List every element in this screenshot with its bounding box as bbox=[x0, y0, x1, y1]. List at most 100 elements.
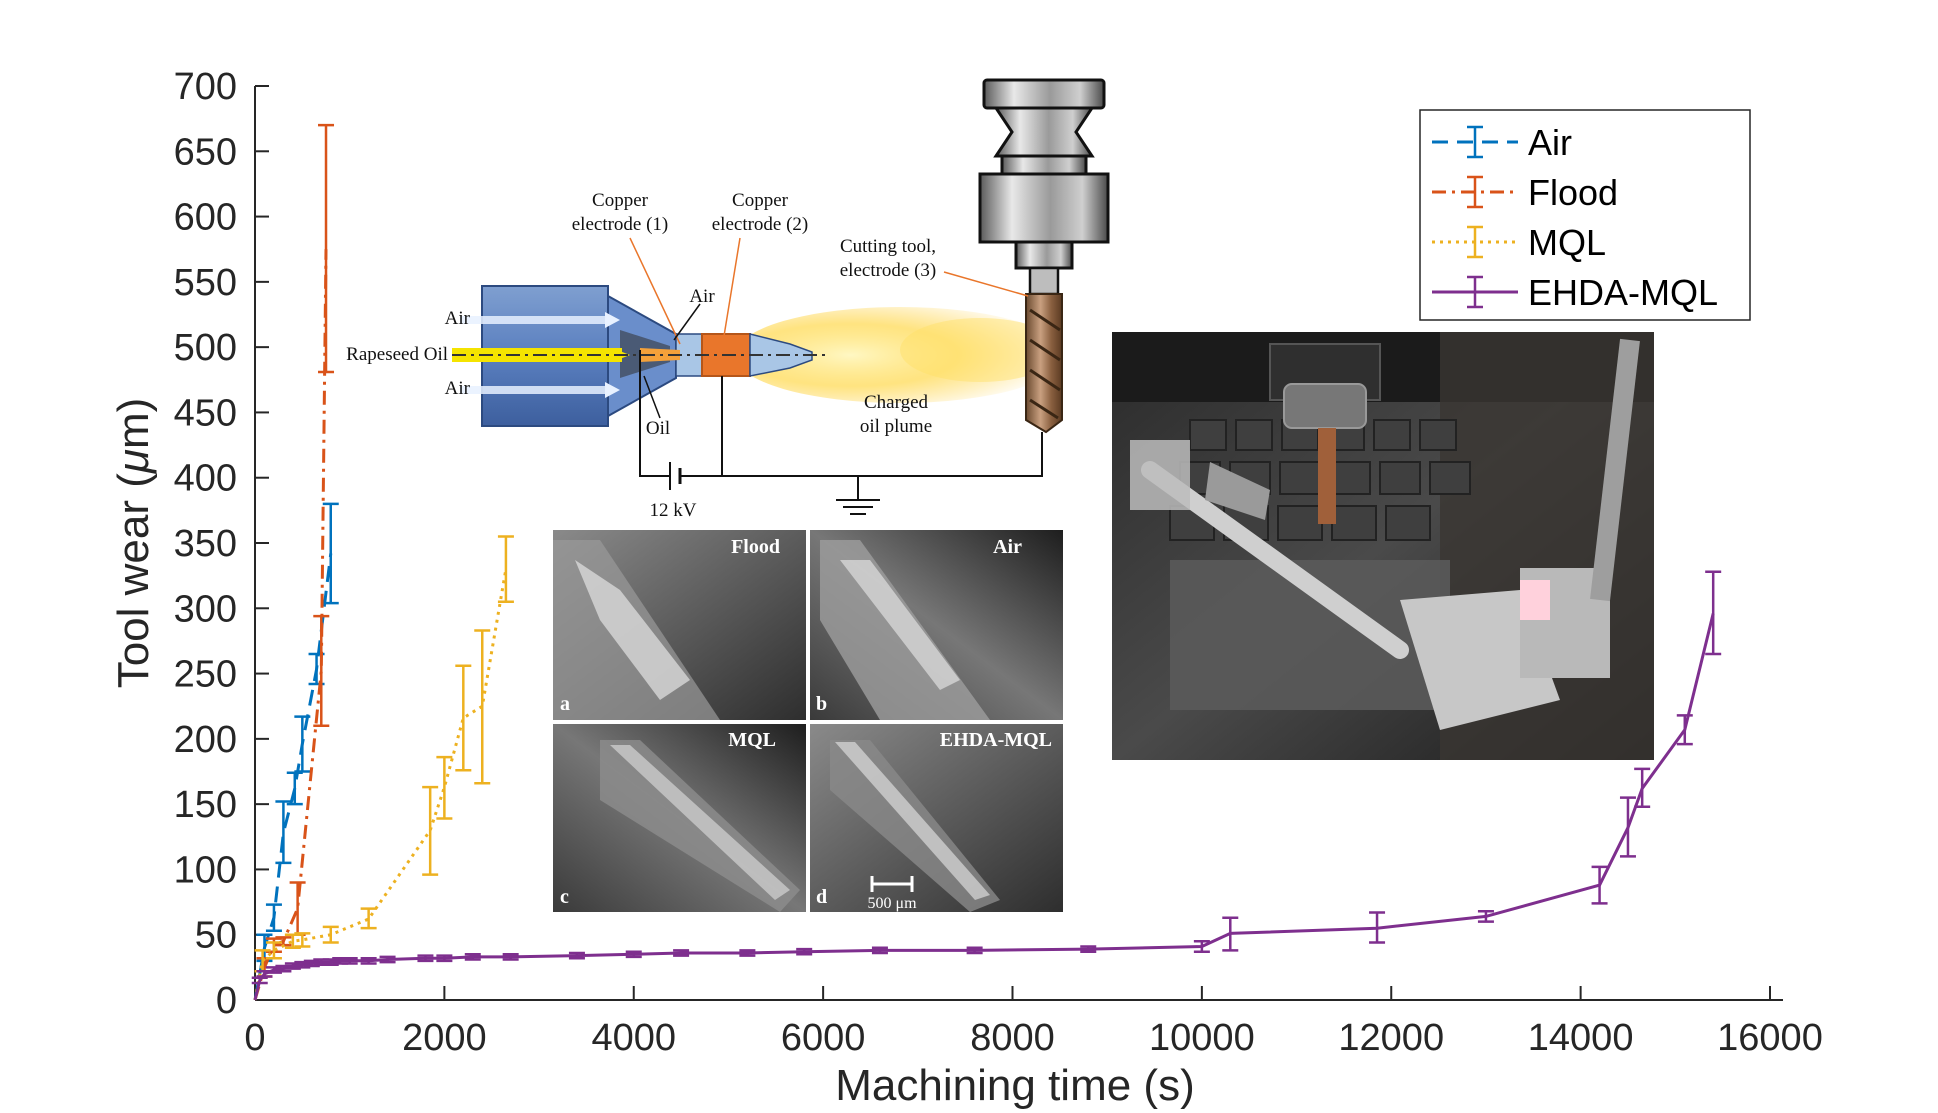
error-bar bbox=[1477, 909, 1494, 923]
error-bar bbox=[1193, 939, 1210, 953]
error-bar bbox=[322, 925, 339, 944]
scale-bar bbox=[870, 876, 914, 892]
error-bar bbox=[289, 881, 306, 936]
legend-item-ehda-mql: EHDA-MQL bbox=[1432, 272, 1718, 313]
error-bar bbox=[1676, 714, 1693, 746]
error-bar bbox=[265, 966, 282, 974]
micrograph-c-title: MQL bbox=[728, 729, 776, 751]
series-line bbox=[253, 553, 333, 1001]
error-bar bbox=[341, 956, 358, 965]
micrograph-b bbox=[810, 530, 1063, 720]
error-bar bbox=[318, 123, 335, 374]
y-tick-label: 400 bbox=[174, 458, 237, 500]
oil-plume-illustration bbox=[735, 307, 1065, 403]
machine-setup-photo bbox=[1112, 332, 1654, 760]
label-rapeseed-oil: Rapeseed Oil bbox=[346, 344, 448, 365]
error-bar bbox=[436, 954, 453, 963]
x-tick-label: 4000 bbox=[591, 1017, 676, 1059]
error-bar bbox=[625, 950, 642, 959]
x-tick-label: 6000 bbox=[781, 1017, 866, 1059]
label-cutting-tool-line2: electrode (3) bbox=[840, 260, 937, 281]
micrograph-a bbox=[553, 530, 806, 720]
ehda-mql-schematic: Air Rapeseed Oil Air Oil Air Copper elec… bbox=[346, 78, 1110, 521]
y-tick-label: 250 bbox=[174, 654, 237, 696]
error-bar bbox=[1591, 865, 1608, 905]
label-cutting-tool-line1: Cutting tool, bbox=[840, 236, 936, 257]
error-bar bbox=[322, 502, 339, 605]
label-copper-electrode-1-line1: Copper bbox=[592, 190, 649, 211]
error-bar bbox=[871, 946, 888, 955]
error-bar bbox=[360, 956, 377, 965]
x-tick-label: 12000 bbox=[1338, 1017, 1444, 1059]
error-bar bbox=[1222, 916, 1239, 952]
series-group bbox=[251, 123, 1722, 1001]
error-bar bbox=[286, 771, 303, 806]
error-bar bbox=[739, 949, 756, 957]
legend-item-air: Air bbox=[1432, 122, 1572, 163]
error-bar bbox=[497, 535, 514, 604]
error-bar bbox=[275, 936, 292, 947]
micrograph-panel: Flood Air MQL EHDA-MQL a b c d 500 μm bbox=[553, 530, 1063, 912]
error-bar bbox=[294, 932, 311, 948]
y-tick-label: 550 bbox=[174, 262, 237, 304]
error-bar bbox=[303, 959, 320, 968]
label-air-nozzle: Air bbox=[689, 286, 715, 307]
error-bar bbox=[1634, 767, 1651, 809]
series-ehda-mql bbox=[251, 570, 1722, 1001]
y-tick-label: 0 bbox=[216, 980, 237, 1022]
y-ticks: 0501001502002503003504004505005506006507… bbox=[174, 66, 269, 1022]
y-tick-label: 300 bbox=[174, 588, 237, 630]
error-bar bbox=[1369, 911, 1386, 944]
error-bar bbox=[1619, 796, 1636, 858]
y-tick-label: 600 bbox=[174, 197, 237, 239]
error-bar bbox=[294, 715, 311, 773]
tool-holder-illustration bbox=[978, 78, 1110, 296]
scale-bar-label: 500 μm bbox=[867, 895, 917, 912]
micrograph-d-letter: d bbox=[816, 886, 827, 908]
y-tick-label: 50 bbox=[195, 915, 237, 957]
micrograph-b-letter: b bbox=[816, 693, 827, 715]
label-air-bottom: Air bbox=[445, 378, 471, 399]
error-bar bbox=[256, 970, 273, 978]
series-line bbox=[253, 568, 508, 1001]
error-bar bbox=[502, 953, 519, 961]
label-plume-line2: oil plume bbox=[860, 416, 932, 437]
error-bar bbox=[474, 629, 491, 785]
y-tick-label: 350 bbox=[174, 523, 237, 565]
error-bar bbox=[417, 954, 434, 963]
legend-label: Air bbox=[1528, 122, 1572, 163]
legend-label: EHDA-MQL bbox=[1528, 272, 1718, 313]
error-bar bbox=[284, 933, 301, 950]
x-axis-title: Machining time (s) bbox=[835, 1061, 1194, 1110]
error-bar bbox=[464, 953, 481, 961]
error-bar bbox=[284, 962, 301, 970]
micrograph-c bbox=[553, 724, 806, 912]
y-tick-label: 700 bbox=[174, 66, 237, 108]
x-tick-label: 14000 bbox=[1528, 1017, 1634, 1059]
error-bar bbox=[275, 800, 292, 865]
error-bar bbox=[422, 785, 439, 876]
legend-item-flood: Flood bbox=[1432, 172, 1618, 213]
nozzle-illustration bbox=[452, 285, 830, 427]
error-bar bbox=[568, 951, 585, 960]
error-bar bbox=[379, 955, 396, 964]
label-copper-electrode-2-line1: Copper bbox=[732, 190, 789, 211]
label-air-top: Air bbox=[445, 308, 471, 329]
micrograph-d-title: EHDA-MQL bbox=[940, 729, 1052, 751]
legend-item-mql: MQL bbox=[1432, 222, 1606, 263]
y-tick-label: 100 bbox=[174, 849, 237, 891]
micrograph-d bbox=[810, 724, 1063, 912]
circuit-illustration bbox=[639, 350, 1043, 515]
label-plume-line1: Charged bbox=[864, 392, 929, 413]
micrograph-a-title: Flood bbox=[731, 536, 780, 558]
error-bar bbox=[265, 903, 282, 933]
micrograph-c-letter: c bbox=[560, 886, 569, 908]
error-bar bbox=[360, 907, 377, 930]
error-bar bbox=[322, 958, 339, 966]
series-mql bbox=[253, 535, 514, 1001]
error-bar bbox=[796, 947, 813, 956]
error-bar bbox=[966, 946, 983, 955]
